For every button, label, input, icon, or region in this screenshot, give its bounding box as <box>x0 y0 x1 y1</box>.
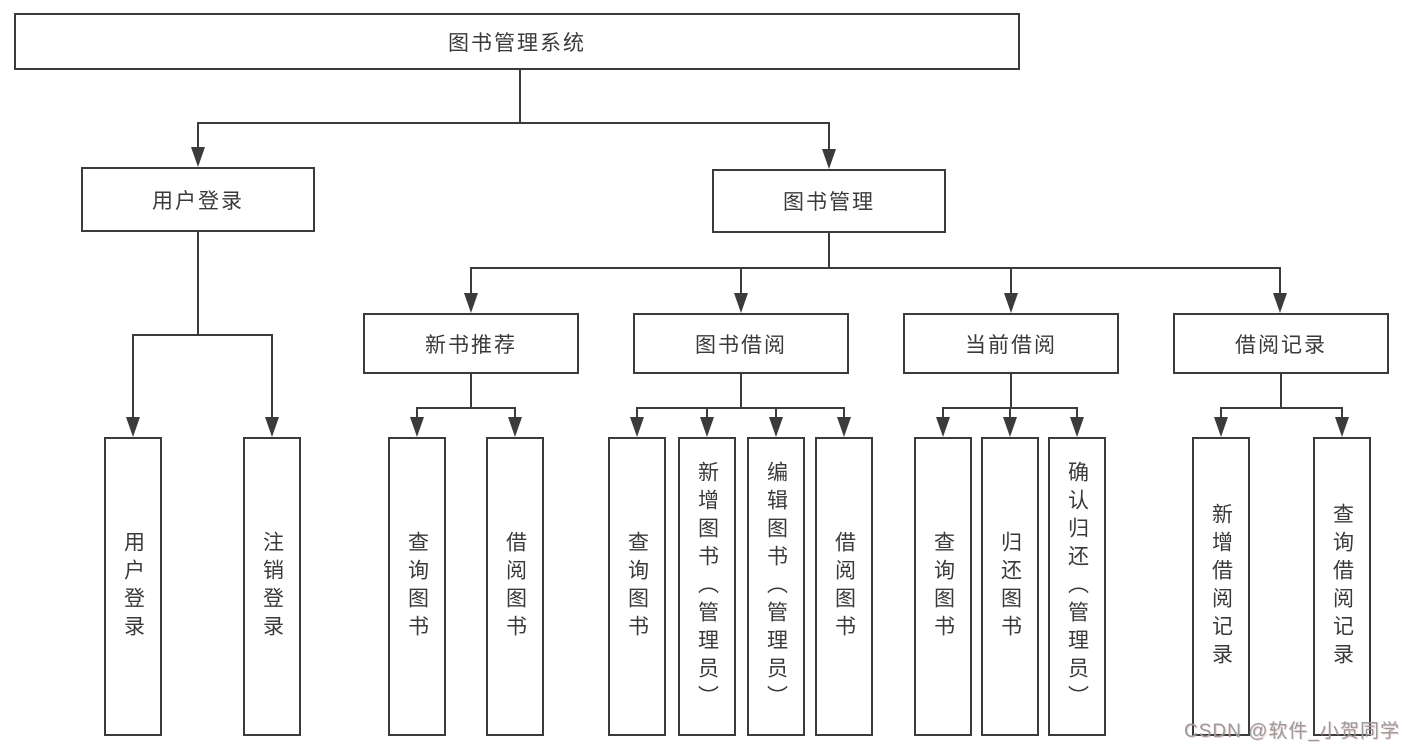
arrow-down-icon <box>1214 417 1228 437</box>
leaf-label: 查询图书 <box>625 530 649 643</box>
node-label: 图书借阅 <box>695 333 787 357</box>
arrow-down-icon <box>734 293 748 313</box>
connector-drop-leaf <box>416 407 418 419</box>
connector-drop-leaf <box>271 334 273 418</box>
arrow-down-icon <box>822 149 836 169</box>
arrow-down-icon <box>700 417 714 437</box>
node-label: 图书管理系统 <box>448 31 586 55</box>
connector-user-login-stem <box>197 232 199 336</box>
leaf-query-books-borrow: 查询图书 <box>608 437 666 736</box>
connector-drop-book-borrow <box>740 267 742 295</box>
connector-root-bar <box>197 122 830 124</box>
leaf-add-books-admin: 新增图书（管理员） <box>678 437 736 736</box>
leaf-add-borrow-record: 新增借阅记录 <box>1192 437 1250 736</box>
node-label: 当前借阅 <box>965 333 1057 357</box>
arrow-down-icon <box>1335 417 1349 437</box>
node-borrow-records: 借阅记录 <box>1173 313 1389 374</box>
connector-new-book-stem <box>470 374 472 409</box>
leaf-edit-books-admin: 编辑图书（管理员） <box>747 437 805 736</box>
leaf-query-books-current: 查询图书 <box>914 437 972 736</box>
connector-new-book-bar <box>416 407 516 409</box>
arrow-down-icon <box>1004 293 1018 313</box>
node-current-borrow: 当前借阅 <box>903 313 1119 374</box>
connector-borrow-records-bar <box>1220 407 1342 409</box>
leaf-borrow-books-recommend: 借阅图书 <box>486 437 544 736</box>
leaf-label: 注销登录 <box>260 530 284 643</box>
leaf-return-books: 归还图书 <box>981 437 1039 736</box>
leaf-label: 借阅图书 <box>832 530 856 643</box>
connector-drop-leaf <box>636 407 638 419</box>
connector-drop-leaf <box>843 407 845 419</box>
node-label: 借阅记录 <box>1235 333 1327 357</box>
leaf-label: 查询图书 <box>931 530 955 643</box>
connector-drop-leaf <box>132 334 134 418</box>
csdn-watermark: CSDN @软件_小贺同学 <box>1184 721 1400 742</box>
connector-drop-leaf <box>942 407 944 419</box>
leaf-borrow-books: 借阅图书 <box>815 437 873 736</box>
arrow-down-icon <box>936 417 950 437</box>
arrow-down-icon <box>1003 417 1017 437</box>
arrow-down-icon <box>191 147 205 167</box>
connector-book-borrow-bar <box>636 407 844 409</box>
connector-book-borrow-stem <box>740 374 742 409</box>
arrow-down-icon <box>464 293 478 313</box>
connector-current-borrow-stem <box>1010 374 1012 409</box>
leaf-logout-login: 注销登录 <box>243 437 301 736</box>
arrow-down-icon <box>126 417 140 437</box>
leaf-confirm-return-admin: 确认归还（管理员） <box>1048 437 1106 736</box>
arrow-down-icon <box>508 417 522 437</box>
node-library-management-system: 图书管理系统 <box>14 13 1020 70</box>
leaf-query-borrow-record: 查询借阅记录 <box>1313 437 1371 736</box>
arrow-down-icon <box>265 417 279 437</box>
connector-drop-book-management <box>828 122 830 150</box>
leaf-label: 查询图书 <box>405 530 429 643</box>
node-user-login: 用户登录 <box>81 167 315 232</box>
node-book-borrow: 图书借阅 <box>633 313 849 374</box>
connector-drop-leaf <box>1341 407 1343 419</box>
leaf-label: 查询借阅记录 <box>1330 502 1354 671</box>
arrow-down-icon <box>1070 417 1084 437</box>
leaf-label: 确认归还（管理员） <box>1065 460 1089 713</box>
node-label: 用户登录 <box>152 189 244 213</box>
connector-drop-leaf <box>1220 407 1222 419</box>
connector-drop-leaf <box>514 407 516 419</box>
leaf-label: 归还图书 <box>998 530 1022 643</box>
connector-drop-leaf <box>1076 407 1078 419</box>
connector-root-stem <box>519 70 521 124</box>
connector-drop-current-borrow <box>1010 267 1012 295</box>
arrow-down-icon <box>769 417 783 437</box>
connector-drop-leaf <box>706 407 708 419</box>
arrow-down-icon <box>837 417 851 437</box>
leaf-label: 新增图书（管理员） <box>695 460 719 713</box>
leaf-label: 编辑图书（管理员） <box>764 460 788 713</box>
arrow-down-icon <box>630 417 644 437</box>
arrow-down-icon <box>410 417 424 437</box>
node-label: 图书管理 <box>783 191 875 214</box>
connector-drop-new-book <box>470 267 472 295</box>
leaf-user-login: 用户登录 <box>104 437 162 736</box>
leaf-label: 用户登录 <box>121 530 145 643</box>
connector-drop-leaf <box>1009 407 1011 419</box>
connector-drop-user-login <box>197 122 199 148</box>
leaf-label: 借阅图书 <box>503 530 527 643</box>
connector-drop-leaf <box>775 407 777 419</box>
connector-drop-borrow-records <box>1279 267 1281 295</box>
connector-book-management-bar <box>470 267 1281 269</box>
leaf-label: 新增借阅记录 <box>1209 502 1233 671</box>
leaf-query-books-recommend: 查询图书 <box>388 437 446 736</box>
node-new-book-recommend: 新书推荐 <box>363 313 579 374</box>
node-label: 新书推荐 <box>425 333 517 357</box>
arrow-down-icon <box>1273 293 1287 313</box>
connector-book-management-stem <box>828 233 830 269</box>
connector-borrow-records-stem <box>1280 374 1282 409</box>
node-book-management: 图书管理 <box>712 169 946 233</box>
connector-user-login-bar <box>133 334 273 336</box>
